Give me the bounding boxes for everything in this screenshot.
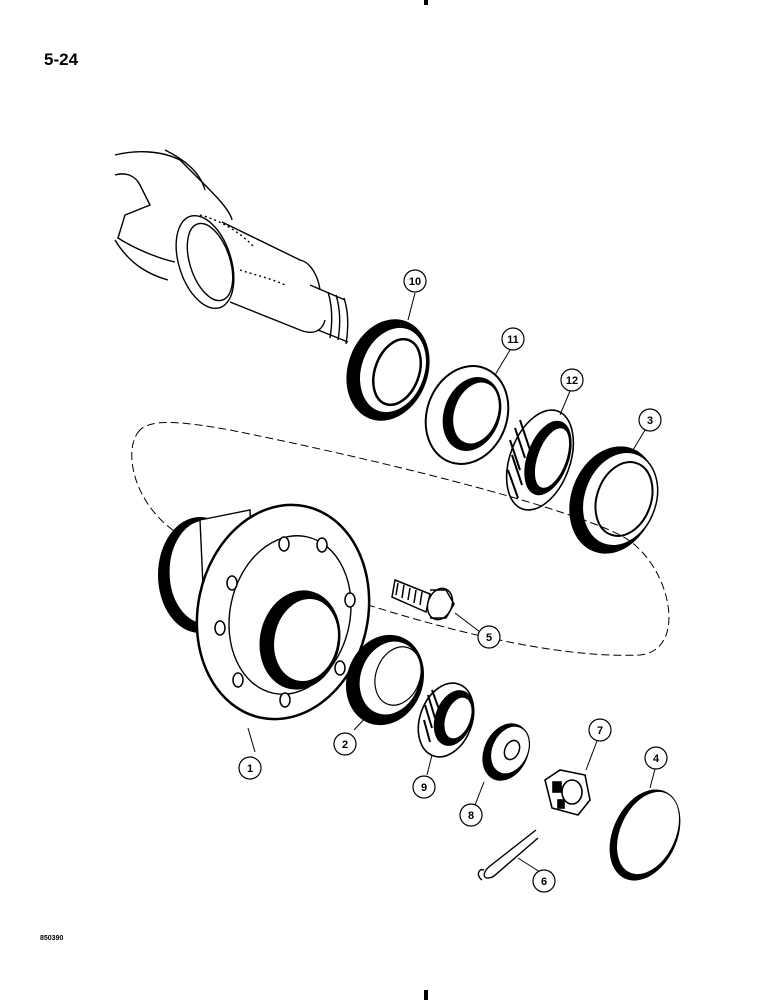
- page-number: 5-24: [44, 50, 79, 69]
- callout-4: 4: [644, 746, 668, 770]
- callout-2: 2: [333, 732, 357, 756]
- callout-label: 11: [507, 334, 519, 346]
- cotter-pin-illustration: [477, 829, 539, 881]
- spindle-arm-illustration: [114, 149, 349, 345]
- inner-bearing-cone-illustration: [505, 409, 575, 511]
- callout-label: 12: [566, 375, 578, 387]
- seal-illustration: [346, 319, 430, 421]
- callout-label: 8: [468, 810, 474, 822]
- callout-label: 3: [647, 415, 653, 427]
- figure-code: 850390: [40, 935, 64, 942]
- callout-label: 2: [342, 739, 348, 751]
- bottom-register-mark: [424, 990, 428, 1000]
- callout-7: 7: [588, 718, 612, 742]
- callout-label: 9: [421, 782, 427, 794]
- wear-ring-illustration: [424, 365, 510, 465]
- callout-3: 3: [638, 408, 662, 432]
- outer-bearing-cup-illustration: [569, 446, 659, 554]
- callout-12: 12: [560, 368, 584, 392]
- callout-label: 1: [247, 763, 253, 775]
- callout-5: 5: [477, 625, 501, 649]
- callout-9: 9: [412, 775, 436, 799]
- callout-6: 6: [532, 869, 556, 893]
- wheel-stud-illustration: [391, 578, 455, 621]
- callout-label: 4: [653, 753, 660, 765]
- callout-label: 7: [597, 725, 603, 737]
- callout-8: 8: [459, 803, 483, 827]
- callout-label: 10: [409, 276, 421, 288]
- callout-10: 10: [403, 269, 427, 293]
- hub-illustration: [158, 503, 371, 721]
- top-register-mark: [424, 0, 428, 5]
- castle-nut-illustration: [544, 769, 591, 816]
- outer-bearing-cone-illustration: [417, 682, 475, 758]
- washer-illustration: [482, 723, 531, 781]
- inner-bearing-cup-illustration: [345, 634, 425, 726]
- callout-label: 5: [486, 632, 492, 644]
- leader-lines: [247, 292, 656, 873]
- hub-cap-illustration: [609, 789, 681, 881]
- callout-1: 1: [238, 756, 262, 780]
- callout-11: 11: [501, 327, 525, 351]
- callout-label: 6: [541, 876, 547, 888]
